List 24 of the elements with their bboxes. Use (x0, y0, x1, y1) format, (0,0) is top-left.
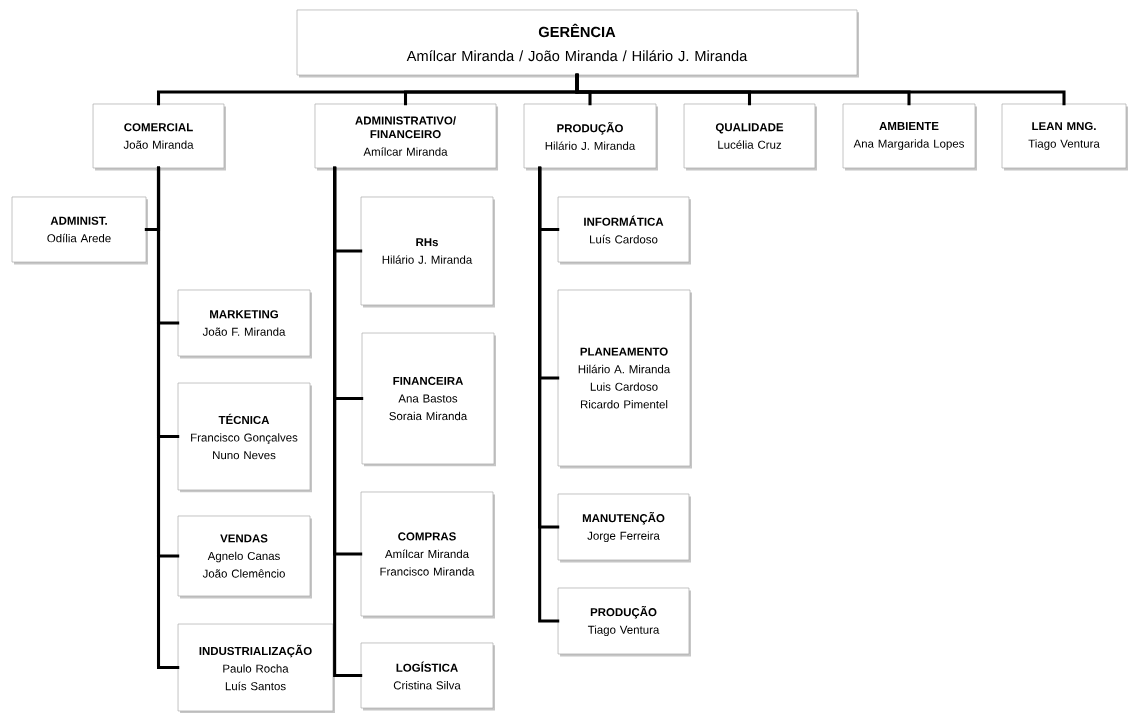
unit-box: INDUSTRIALIZAÇÃO Paulo Rocha Luís Santos (177, 623, 335, 713)
unit-box: FINANCEIRA Ana Bastos Soraia Miranda (361, 332, 496, 467)
unit-box: ADMINIST. Odília Arede (11, 196, 148, 265)
unit-box: PRODUÇÃO Hilário J. Miranda (523, 103, 658, 171)
unit-box: PRODUÇÃO Tiago Ventura (557, 587, 691, 657)
unit-box: RHs Hilário J. Miranda (360, 196, 495, 308)
unit-box: MANUTENÇÃO Jorge Ferreira (557, 493, 691, 563)
connector-line (333, 166, 363, 678)
unit-box: INFORMÁTICA Luís Cardoso (557, 196, 691, 265)
unit-box: LOGÍSTICA Cristina Silva (360, 642, 495, 711)
unit-box: GERÊNCIA Amílcar Miranda / João Miranda / Hilário J. Miranda (296, 9, 859, 78)
connector-line (156, 166, 180, 670)
unit-box: QUALIDADE Lucélia Cruz (683, 103, 817, 171)
unit-box: PLANEAMENTO Hilário A. Miranda Luis Cardoso Ricardo Pimentel (557, 289, 692, 469)
unit-box: TÉCNICA Francisco Gonçalves Nuno Neves (177, 382, 312, 493)
unit-box: ADMINISTRATIVO/ FINANCEIRO Amílcar Miranda (314, 103, 499, 171)
unit-box: MARKETING João F. Miranda (177, 289, 312, 359)
unit-box: COMERCIAL João Miranda (92, 103, 226, 171)
connector-line (575, 73, 1066, 106)
unit-box: AMBIENTE Ana Margarida Lopes (842, 103, 977, 171)
unit-box: VENDAS Agnelo Canas João Clemêncio (177, 515, 312, 599)
unit-box: COMPRAS Amílcar Miranda Francisco Miranda (360, 491, 495, 619)
unit-box: LEAN MNG. Tiago Ventura (1001, 103, 1128, 171)
connector-line (538, 166, 560, 623)
